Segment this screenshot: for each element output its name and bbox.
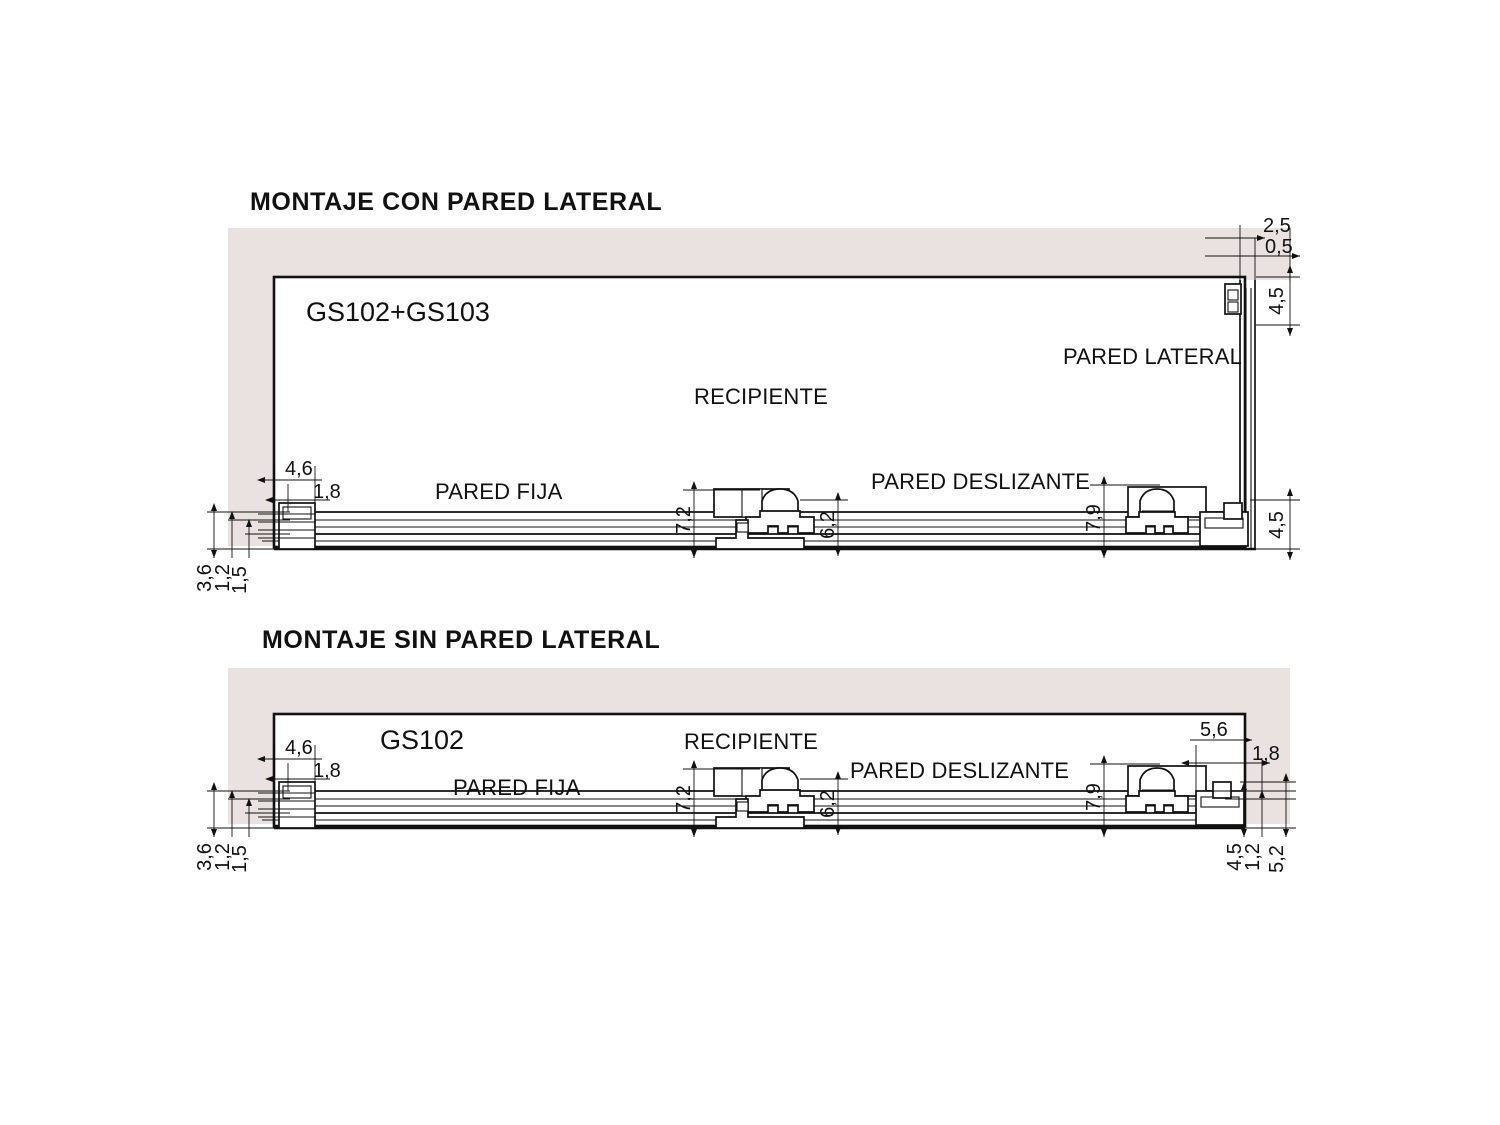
label-recipiente-2: RECIPIENTE [684, 729, 818, 754]
wall-shading-1 [228, 228, 1290, 546]
dim-4-6-left-2: 4,6 [285, 737, 313, 759]
dim-1-8-left-2: 1,8 [313, 760, 341, 782]
dim-7-2-label-2: 7,2 [673, 785, 695, 813]
dim-2-5: 2,5 [1263, 215, 1291, 237]
dim-right-upper-1: 4,5 [1256, 265, 1300, 336]
dim-left-horizontal-2: 4,6 1,8 [257, 737, 341, 791]
label-pared-fija-1: PARED FIJA [435, 479, 563, 504]
label-pared-fija-2: PARED FIJA [453, 775, 581, 800]
center-roller-1 [713, 488, 815, 550]
dim-right-vertical-2: 4,5 1,2 5,2 [1210, 773, 1296, 873]
label-pared-deslizante-2: PARED DESLIZANTE [850, 758, 1069, 783]
model-code-2: GS102 [380, 725, 464, 755]
dim-5-6-right-2: 5,6 [1200, 719, 1228, 741]
dim-3-6-left-1: 3,6 [194, 564, 216, 592]
label-pared-lateral-1: PARED LATERAL [1063, 344, 1242, 369]
diagram-con-pared-lateral: MONTAJE CON PARED LATERAL GS102+GS103 RE… [194, 188, 1300, 594]
dim-left-vertical-2: 3,6 1,2 1,5 [194, 782, 290, 873]
dim-1-2-left-2: 1,2 [212, 843, 234, 871]
dim-7-2-label-1: 7,2 [673, 506, 695, 534]
center-roller-2 [713, 767, 815, 829]
dim-4-5-right-2: 4,5 [1224, 843, 1246, 871]
dim-7-2-2: 7,2 [673, 760, 760, 837]
dim-1-8-left-1: 1,8 [313, 481, 341, 503]
dim-left-vertical-1: 3,6 1,2 1,5 [194, 503, 290, 594]
dim-7-9-label-1: 7,9 [1083, 504, 1105, 532]
dim-left-horizontal-1: 4,6 1,8 [257, 458, 341, 512]
dim-6-2-label-1: 6,2 [817, 511, 839, 539]
dim-top-right-1: 2,5 0,5 [1205, 215, 1300, 282]
dim-1-5-left-2: 1,5 [229, 845, 251, 873]
dim-1-5-left-1: 1,5 [229, 566, 251, 594]
dim-right-horizontal-2: 5,6 1,8 [1181, 719, 1280, 800]
dim-1-2-right-2: 1,2 [1242, 843, 1264, 871]
dim-7-9-2: 7,9 [1083, 755, 1160, 837]
model-code-1: GS102+GS103 [306, 297, 490, 327]
dim-right-4-5-upper: 4,5 [1266, 287, 1288, 315]
label-recipiente-1: RECIPIENTE [694, 384, 828, 409]
dim-6-2-label-2: 6,2 [817, 790, 839, 818]
dim-6-2-2: 6,2 [800, 771, 848, 835]
dim-1-2-left-1: 1,2 [212, 564, 234, 592]
right-roller-1 [1125, 486, 1249, 547]
left-end-cap-1 [258, 502, 316, 550]
dim-6-2-1: 6,2 [800, 492, 848, 556]
dim-7-2-1: 7,2 [673, 481, 760, 558]
dim-7-9-label-2: 7,9 [1083, 783, 1105, 811]
diagram-sin-pared-lateral: MONTAJE SIN PARED LATERAL GS102 RECIPIEN… [194, 626, 1296, 873]
dim-1-8-right-2: 1,8 [1252, 743, 1280, 765]
right-roller-2 [1125, 765, 1245, 826]
dim-right-lower-1: 4,5 [1250, 488, 1300, 560]
diagram-2-title: MONTAJE SIN PARED LATERAL [262, 626, 660, 654]
label-pared-deslizante-1: PARED DESLIZANTE [871, 469, 1090, 494]
dim-3-6-left-2: 3,6 [194, 843, 216, 871]
dim-4-6-left-1: 4,6 [285, 458, 313, 480]
dim-7-9-1: 7,9 [1083, 476, 1160, 558]
dim-5-2-right-2: 5,2 [1266, 845, 1288, 873]
dim-0-5: 0,5 [1265, 236, 1293, 258]
diagram-1-title: MONTAJE CON PARED LATERAL [250, 188, 662, 216]
dim-right-4-5-lower: 4,5 [1266, 511, 1288, 539]
